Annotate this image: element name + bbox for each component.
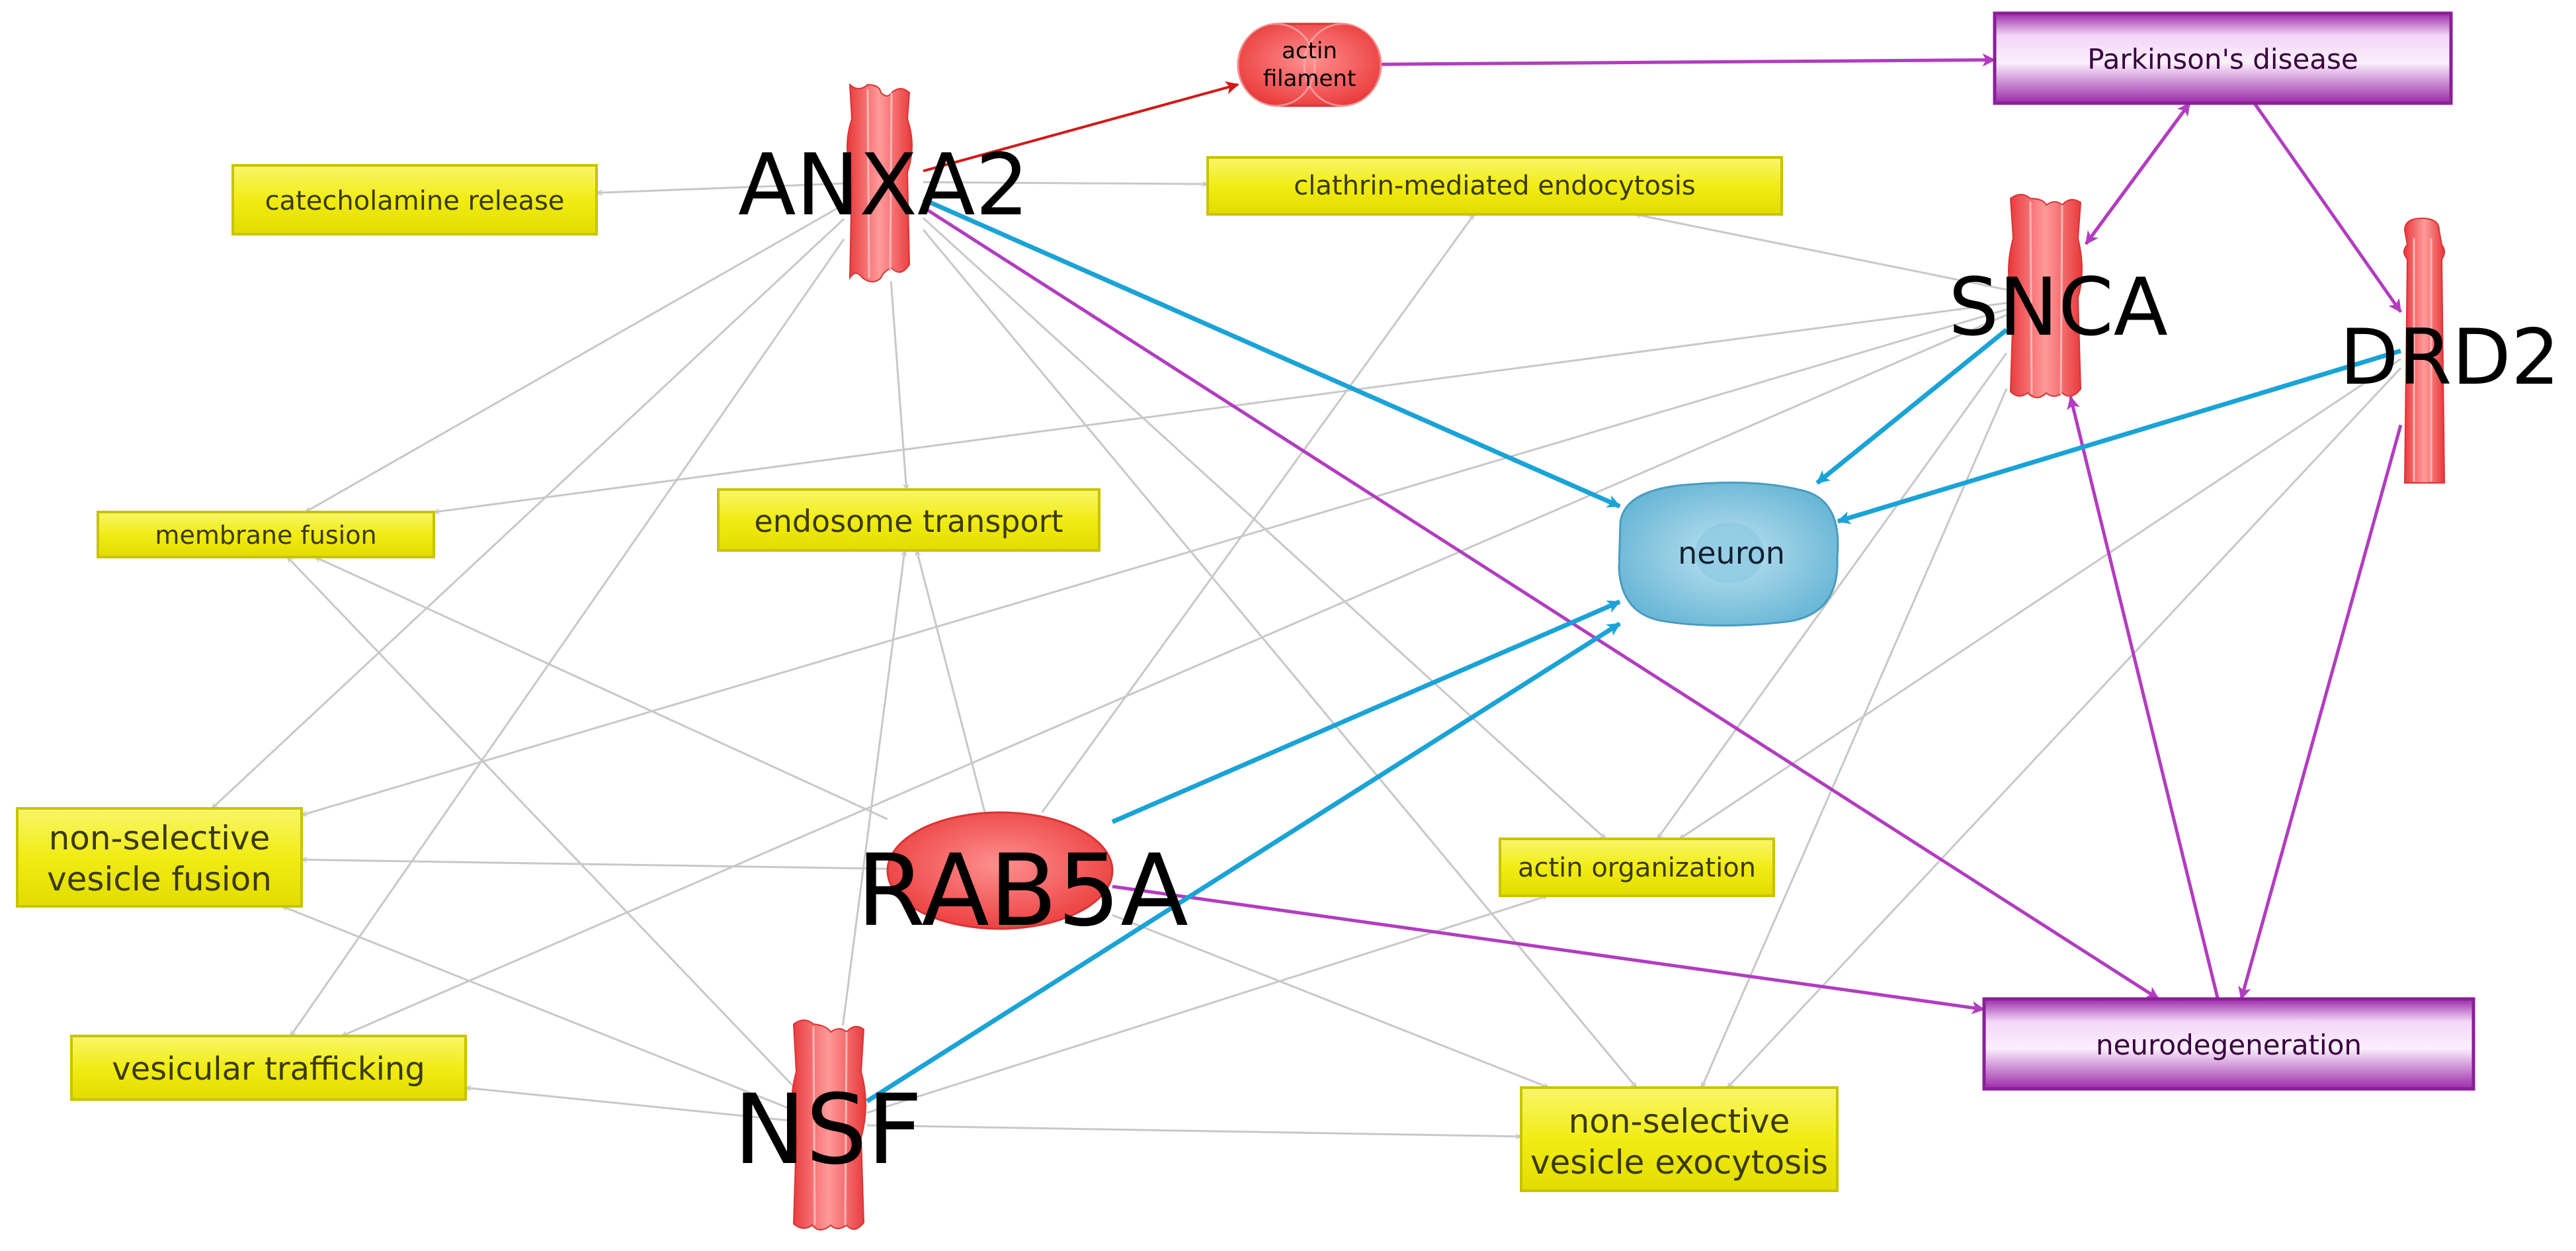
- edge-anxa2-to-actin-filament: [923, 81, 1239, 173]
- edge-anxa2-to-actin-organization: [922, 217, 1606, 839]
- edge-rab5a-to-ns-vesicle-exocytosis: [1112, 914, 1549, 1089]
- edge-snca-to-neuron: [1815, 327, 2009, 485]
- edge-nsf-to-neuron: [866, 621, 1621, 1103]
- nodes-layer: catecholamine release clathrin-mediated …: [16, 11, 2560, 1230]
- edge-anxa2-to-membrane-fusion: [306, 203, 845, 512]
- neuron-label: neuron: [1678, 535, 1785, 571]
- snca-receptor-shape: [2008, 194, 2083, 398]
- edge-anxa2-to-ns-vesicle-fusion: [212, 218, 845, 808]
- edge-anxa2-to-neurodegeneration: [922, 206, 2160, 1001]
- actin-filament-label-2: filament: [1263, 65, 1356, 92]
- drd2-label: DRD2: [2339, 313, 2559, 402]
- edge-rab5a-to-neurodegeneration: [1112, 884, 1985, 1015]
- node-catecholamine-release[interactable]: catecholamine release: [231, 164, 598, 236]
- edge-parkinsons-to-drd2: [2253, 102, 2403, 313]
- edges-layer: [212, 53, 2403, 1137]
- edge-nsf-to-ns-vesicle-exocytosis: [866, 1124, 1521, 1137]
- edge-snca-to-membrane-fusion: [434, 302, 2007, 512]
- ns-vesicle-exocytosis-label-2: vesicle exocytosis: [1530, 1143, 1828, 1182]
- node-nsf[interactable]: NSF: [733, 1019, 923, 1230]
- node-clathrin-endocytosis[interactable]: clathrin-mediated endocytosis: [1206, 156, 1783, 216]
- edge-actin-filament-to-parkinsons: [1380, 53, 1996, 67]
- edge-anxa2-to-clathrin-endocytosis: [923, 182, 1208, 184]
- anxa2-label: ANXA2: [738, 136, 1029, 235]
- neurodegeneration-label: neurodegeneration: [2096, 1029, 2362, 1061]
- edge-nsf-to-ns-vesicle-fusion: [282, 905, 794, 1111]
- node-drd2[interactable]: DRD2: [2339, 217, 2560, 484]
- ns-vesicle-fusion-label-2: vesicle fusion: [47, 860, 272, 898]
- edge-snca-to-ns-vesicle-fusion: [302, 308, 2007, 815]
- edge-nsf-to-vesicular-trafficking: [466, 1088, 794, 1122]
- drd2-channel-shape: [2403, 217, 2446, 484]
- vesicular-trafficking-label: vesicular trafficking: [112, 1051, 425, 1088]
- clathrin-endocytosis-label: clathrin-mediated endocytosis: [1294, 171, 1695, 201]
- edge-neurodegeneration-to-snca: [2067, 396, 2220, 1000]
- edge-rab5a-to-endosome-transport: [917, 550, 986, 813]
- edge-snca-to-actin-organization: [1657, 352, 2008, 840]
- node-snca[interactable]: SNCA: [1948, 194, 2168, 398]
- edge-snca-to-parkinsons: [2084, 102, 2191, 245]
- node-actin-filament[interactable]: actin filament: [1237, 22, 1382, 107]
- ns-vesicle-exocytosis-label-1: non-selective: [1569, 1102, 1790, 1141]
- parkinsons-disease-label: Parkinson's disease: [2087, 43, 2358, 75]
- edge-rab5a-to-neuron: [1111, 599, 1621, 824]
- node-vesicular-trafficking[interactable]: vesicular trafficking: [70, 1035, 467, 1101]
- edge-anxa2-to-vesicular-trafficking: [290, 238, 845, 1036]
- edge-anxa2-to-neuron: [922, 197, 1621, 509]
- node-ns-vesicle-exocytosis[interactable]: non-selective vesicle exocytosis: [1520, 1086, 1839, 1192]
- node-membrane-fusion[interactable]: membrane fusion: [97, 511, 435, 558]
- snca-label: SNCA: [1948, 262, 2168, 354]
- actin-filament-label-1: actin: [1282, 38, 1337, 64]
- ns-vesicle-fusion-label-1: non-selective: [49, 819, 270, 857]
- catecholamine-release-label: catecholamine release: [265, 186, 565, 216]
- edge-nsf-to-endosome-transport: [842, 550, 905, 1026]
- edge-rab5a-to-membrane-fusion: [315, 556, 888, 820]
- edge-anxa2-to-catecholamine-release: [597, 182, 845, 193]
- nsf-label: NSF: [733, 1074, 923, 1186]
- node-parkinsons-disease[interactable]: Parkinson's disease: [1993, 11, 2453, 105]
- rab5a-label: RAB5A: [856, 834, 1188, 949]
- membrane-fusion-label: membrane fusion: [155, 521, 376, 550]
- node-actin-organization[interactable]: actin organization: [1499, 838, 1775, 897]
- node-anxa2[interactable]: ANXA2: [738, 83, 1029, 282]
- node-neuron[interactable]: neuron: [1618, 482, 1839, 627]
- edge-snca-to-vesicular-trafficking: [342, 314, 2007, 1037]
- edge-anxa2-to-endosome-transport: [890, 280, 906, 490]
- edge-drd2-to-neuron: [1837, 348, 2402, 525]
- edge-drd2-to-actin-organization: [1680, 358, 2401, 839]
- node-neurodegeneration[interactable]: neurodegeneration: [1982, 997, 2475, 1091]
- edge-drd2-to-ns-vesicle-exocytosis: [1727, 367, 2402, 1088]
- anxa2-receptor-shape: [847, 83, 913, 282]
- edge-drd2-to-neurodegeneration: [2238, 424, 2403, 1000]
- node-endosome-transport[interactable]: endosome transport: [717, 488, 1101, 552]
- actin-organization-label: actin organization: [1518, 853, 1756, 883]
- edge-nsf-to-membrane-fusion: [288, 557, 794, 1087]
- nsf-receptor-shape: [791, 1019, 866, 1230]
- node-rab5a[interactable]: RAB5A: [856, 811, 1188, 949]
- edge-rab5a-to-ns-vesicle-fusion: [302, 859, 888, 870]
- rab5a-ellipse-shape: [886, 811, 1114, 930]
- edge-snca-to-ns-vesicle-exocytosis: [1700, 388, 2008, 1088]
- edge-snca-to-clathrin-endocytosis: [1635, 214, 2007, 291]
- edge-rab5a-to-clathrin-endocytosis: [1041, 214, 1474, 813]
- node-ns-vesicle-fusion[interactable]: non-selective vesicle fusion: [16, 807, 303, 908]
- endosome-transport-label: endosome transport: [754, 503, 1063, 539]
